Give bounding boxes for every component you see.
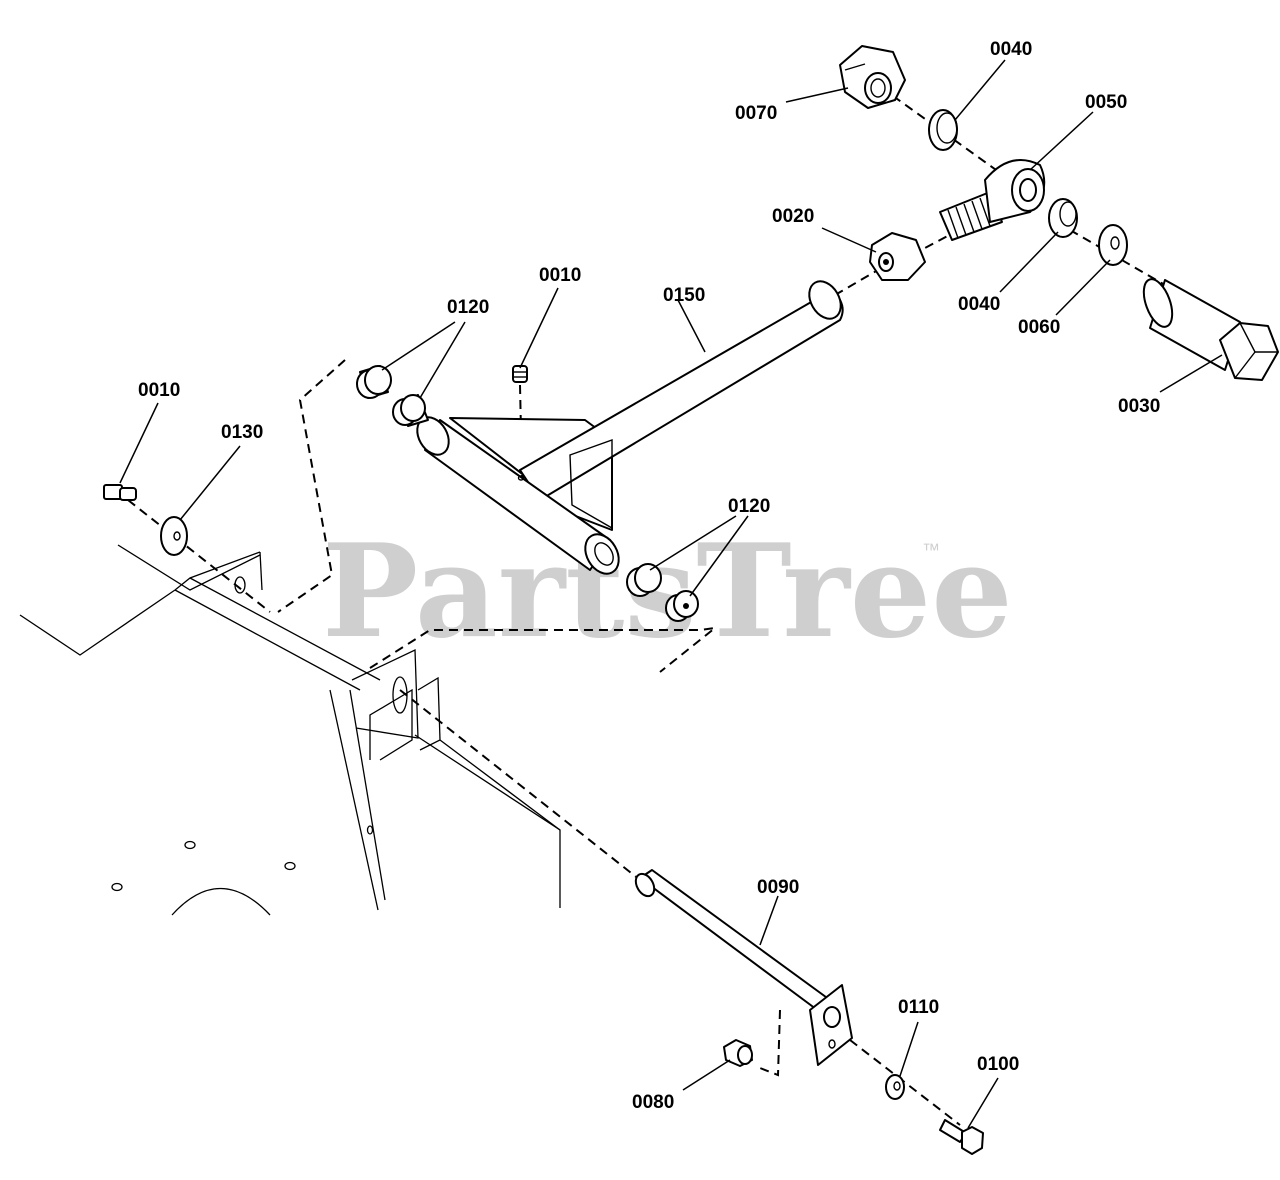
bushings-top-0120 bbox=[356, 365, 429, 427]
leader-lines bbox=[119, 59, 1223, 1129]
spacer-0040-top bbox=[928, 109, 958, 151]
mower-frame bbox=[19, 544, 561, 916]
bushings-bottom-0120 bbox=[626, 563, 699, 622]
nut-0070 bbox=[839, 45, 906, 109]
callout-0010-top: 0010 bbox=[539, 265, 581, 286]
rod-end-0050 bbox=[939, 159, 1046, 241]
washer-0130 bbox=[160, 516, 188, 556]
callout-0040-mid: 0040 bbox=[958, 294, 1000, 315]
callout-0020: 0020 bbox=[772, 206, 814, 227]
callout-0110: 0110 bbox=[898, 997, 939, 1018]
bolt-0100 bbox=[939, 1119, 984, 1155]
bolt-0010 bbox=[103, 484, 137, 501]
callout-0040-top: 0040 bbox=[990, 39, 1032, 60]
callout-0050: 0050 bbox=[1085, 92, 1127, 113]
callout-0080: 0080 bbox=[632, 1092, 674, 1113]
callout-0070: 0070 bbox=[735, 103, 777, 124]
callout-0030: 0030 bbox=[1118, 396, 1160, 417]
watermark-text: PartsTree bbox=[322, 517, 1013, 667]
spacer-0040-mid bbox=[1048, 198, 1078, 238]
bolt-0030 bbox=[1142, 278, 1279, 381]
callout-0060: 0060 bbox=[1018, 317, 1060, 338]
callout-0100: 0100 bbox=[977, 1054, 1019, 1075]
washer-0060 bbox=[1098, 224, 1128, 266]
callout-0130: 0130 bbox=[221, 422, 263, 443]
grease-fitting-0010 bbox=[512, 365, 528, 383]
callout-0120-right: 0120 bbox=[728, 496, 770, 517]
nut-0080 bbox=[723, 1039, 753, 1067]
pivot-pin-0090 bbox=[634, 869, 853, 1066]
callout-0090: 0090 bbox=[757, 877, 799, 898]
callout-0150: 0150 bbox=[663, 285, 705, 306]
callout-0010-left: 0010 bbox=[138, 380, 180, 401]
callout-0120-top: 0120 bbox=[447, 297, 489, 318]
nut-0020 bbox=[869, 232, 926, 281]
arm-0150 bbox=[416, 280, 844, 575]
washer-0110 bbox=[885, 1074, 905, 1100]
callout-labels: 0070 0040 0050 0020 0040 0060 0030 0010 … bbox=[138, 39, 1160, 1113]
watermark-trademark: ™ bbox=[922, 540, 940, 560]
